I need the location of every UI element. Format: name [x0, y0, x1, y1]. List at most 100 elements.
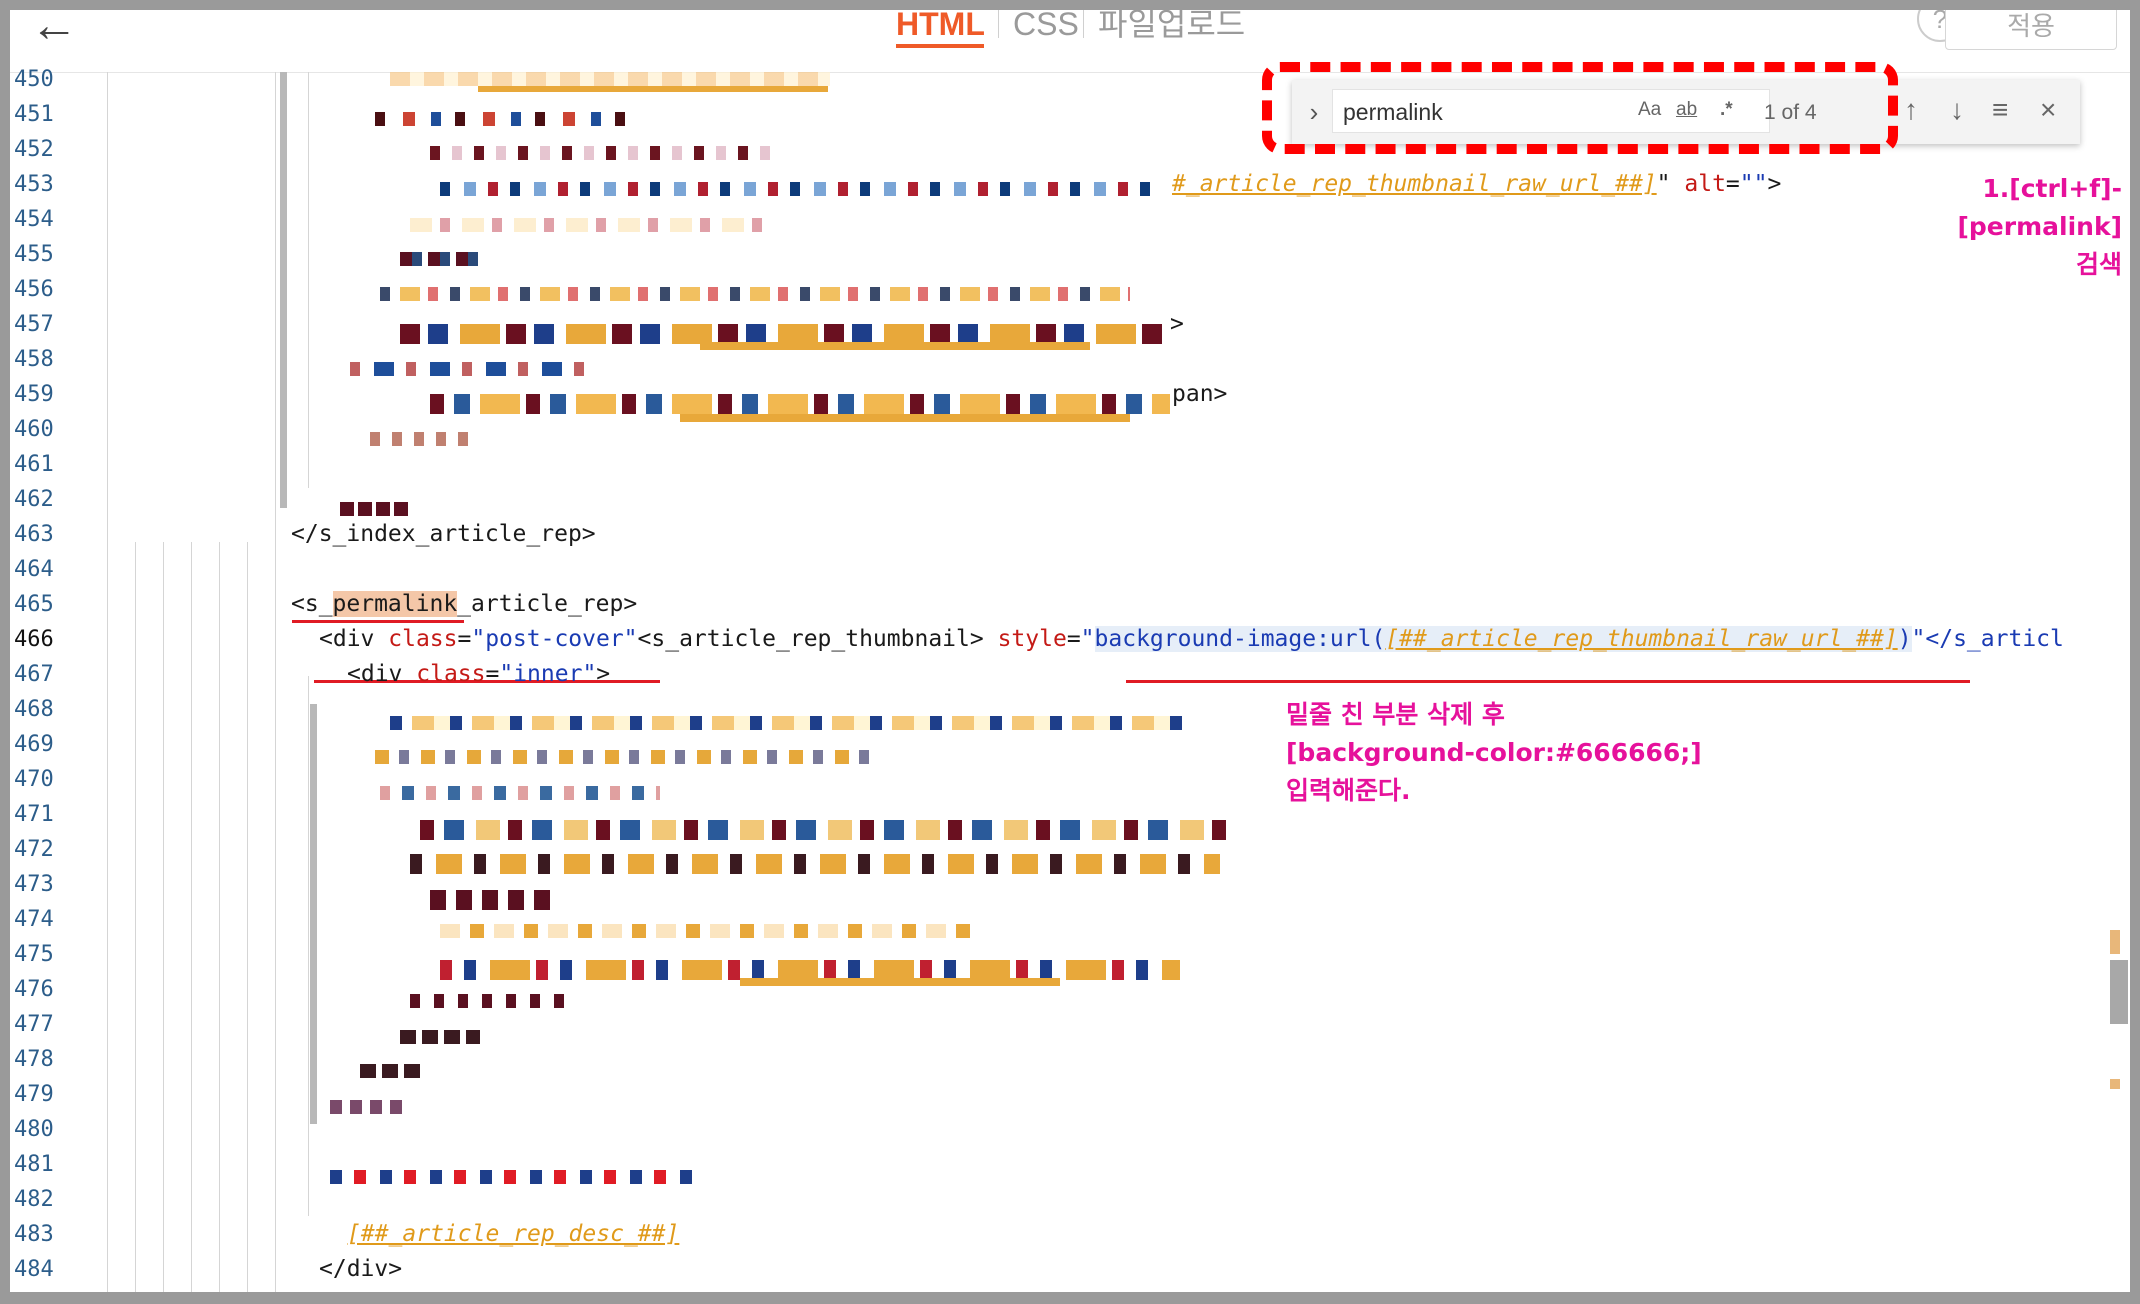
line-number: 456 — [14, 277, 54, 302]
obscured-code — [478, 86, 828, 92]
obscured-code — [360, 1064, 420, 1078]
indent-guide-active — [280, 72, 287, 508]
obscured-code — [430, 146, 770, 160]
line-number: 468 — [14, 697, 54, 722]
obscured-code — [350, 362, 590, 376]
indent-guide — [308, 676, 309, 1216]
obscured-code — [340, 502, 410, 516]
indent-guide — [247, 542, 248, 1292]
line-number: 457 — [14, 312, 54, 337]
obscured-code — [440, 924, 970, 938]
chevron-right-icon[interactable]: › — [1309, 97, 1319, 127]
line-number: 480 — [14, 1117, 54, 1142]
find-input[interactable]: permalink — [1332, 89, 1770, 133]
indent-guide — [275, 72, 276, 1292]
obscured-code — [440, 960, 1180, 980]
line-number: 450 — [14, 67, 54, 92]
annotation-text: 입력해준다. — [1286, 776, 1411, 805]
find-in-selection-icon[interactable]: ≡ — [1992, 94, 2009, 125]
regex-toggle[interactable]: .* — [1720, 99, 1733, 120]
arrow-up-icon[interactable]: ↑ — [1904, 94, 1918, 125]
arrow-left-icon[interactable]: ← — [30, 10, 78, 52]
line-number: 458 — [14, 347, 54, 372]
annotation-edit-step: 밑줄 친 부분 삭제 후 [background-color:#666666;]… — [1286, 696, 1702, 810]
obscured-code — [430, 394, 1170, 414]
line-number: 484 — [14, 1257, 54, 1282]
line-number: 483 — [14, 1222, 54, 1247]
line-number: 470 — [14, 767, 54, 792]
annotation-text: [background-color:#666666;] — [1286, 738, 1702, 767]
vertical-scrollbar[interactable] — [2102, 134, 2130, 1292]
line-number: 474 — [14, 907, 54, 932]
indent-guide — [308, 72, 309, 488]
indent-guide — [219, 542, 220, 1292]
arrow-down-icon[interactable]: ↓ — [1950, 94, 1964, 125]
active-tab-indicator — [896, 44, 984, 48]
line-number: 459 — [14, 382, 54, 407]
code-line-465: <s_permalink_article_rep> — [291, 591, 638, 617]
line-number: 475 — [14, 942, 54, 967]
close-icon[interactable]: × — [2040, 94, 2057, 125]
obscured-code — [680, 414, 1130, 422]
obscured-code — [740, 978, 1060, 986]
tab-file-upload[interactable]: 파일업로드 — [1098, 10, 1246, 42]
line-number: 461 — [14, 452, 54, 477]
tab-divider — [1083, 10, 1084, 38]
tab-css[interactable]: CSS — [1013, 10, 1079, 42]
match-count: 1 of 4 — [1764, 101, 1817, 124]
obscured-code — [430, 890, 550, 910]
annotation-underline — [1126, 680, 1970, 683]
scrollbar-thumb[interactable] — [2110, 960, 2128, 1024]
whole-word-toggle[interactable]: ab — [1676, 99, 1698, 120]
line-number: 477 — [14, 1012, 54, 1037]
line-number: 452 — [14, 137, 54, 162]
code-line-453: #_article_rep_thumbnail_raw_url_##]" alt… — [1172, 171, 1782, 197]
obscured-code — [375, 750, 875, 764]
obscured-code — [380, 287, 1130, 301]
indent-guide — [191, 542, 192, 1292]
line-number: 479 — [14, 1082, 54, 1107]
annotation-underline — [314, 680, 660, 683]
line-number: 469 — [14, 732, 54, 757]
line-number: 482 — [14, 1187, 54, 1212]
obscured-code — [410, 218, 770, 232]
code-editor[interactable]: 450 451 452 453 454 455 456 457 458 459 … — [10, 67, 2130, 1292]
obscured-code — [375, 112, 635, 126]
annotation-underline — [292, 620, 464, 623]
line-number: 478 — [14, 1047, 54, 1072]
apply-button[interactable]: 적용 — [1945, 10, 2117, 50]
indent-guide — [107, 72, 108, 1292]
top-toolbar: ← HTML CSS 파일업로드 ? 적용 — [10, 10, 2130, 73]
line-number: 462 — [14, 487, 54, 512]
line-number: 453 — [14, 172, 54, 197]
line-number: 471 — [14, 802, 54, 827]
obscured-code — [380, 786, 660, 800]
annotation-text: 검색 — [2075, 250, 2122, 279]
line-number: 481 — [14, 1152, 54, 1177]
line-number: 476 — [14, 977, 54, 1002]
annotation-find-step: 1.[ctrl+f]-[permalink] 검색 — [1850, 170, 2122, 284]
obscured-code — [700, 342, 1090, 350]
obscured-code — [440, 182, 1160, 196]
obscured-code — [390, 716, 1190, 730]
indent-guide-active — [310, 704, 317, 1124]
line-number: 460 — [14, 417, 54, 442]
scrollbar-match-marker — [2110, 1079, 2120, 1089]
annotation-text: 밑줄 친 부분 삭제 후 — [1286, 700, 1505, 729]
code-line-466: <div class="post-cover"<s_article_rep_th… — [319, 626, 2064, 652]
match-case-toggle[interactable]: Aa — [1638, 99, 1662, 120]
code-line-463: </s_index_article_rep> — [291, 521, 596, 547]
line-number: 455 — [14, 242, 54, 267]
code-line-457: > — [1170, 311, 1184, 337]
tab-html[interactable]: HTML — [896, 10, 985, 42]
line-number: 467 — [14, 662, 54, 687]
find-widget: › permalink Aa ab .* 1 of 4 ↑ ↓ ≡ × — [1292, 80, 2080, 144]
obscured-code — [420, 820, 1230, 840]
line-number-current: 466 — [14, 627, 54, 652]
obscured-code — [410, 994, 570, 1008]
obscured-code — [390, 72, 830, 86]
line-number: 473 — [14, 872, 54, 897]
line-number: 464 — [14, 557, 54, 582]
tab-divider — [998, 10, 999, 38]
annotation-text: 1.[ctrl+f]-[permalink] — [1957, 174, 2122, 241]
